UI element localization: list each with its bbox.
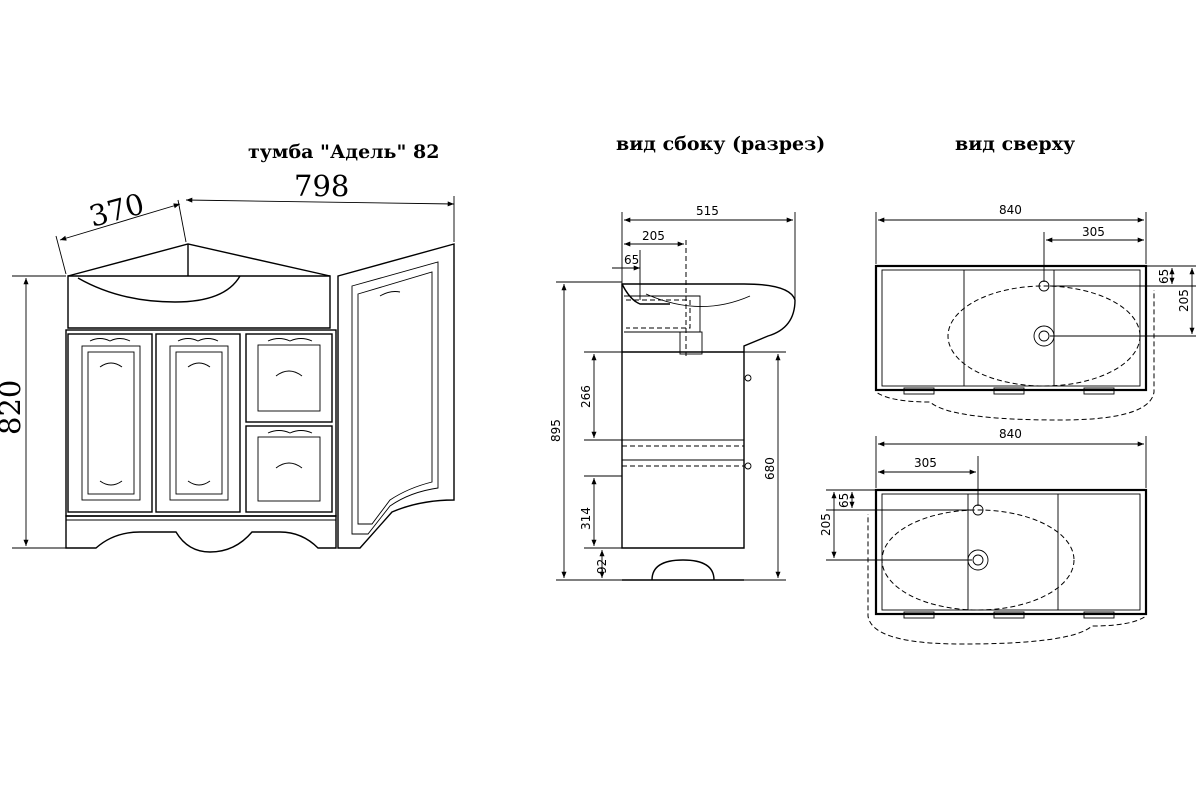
top-lower-bowl-depth-dimension: 205 xyxy=(819,513,833,536)
front-width-dimension: 798 xyxy=(294,169,349,203)
side-plinth-height-dimension: 92 xyxy=(595,559,609,574)
top-upper-tap-depth-dimension: 65 xyxy=(1157,269,1171,284)
top-upper-width-dimension: 840 xyxy=(999,203,1022,217)
front-height-dimension: 820 xyxy=(0,380,27,435)
top-lower-width-dimension: 840 xyxy=(999,427,1022,441)
top-upper-bowl-depth-dimension: 205 xyxy=(1177,289,1191,312)
side-lower-height-dimension: 314 xyxy=(579,507,593,530)
side-tap-offset-dimension: 65 xyxy=(624,253,639,267)
top-view-lower: 840 305 65 205 xyxy=(819,427,1148,645)
top-view-upper: 840 305 65 205 xyxy=(874,203,1196,421)
side-cabinet-height-dimension: 680 xyxy=(763,457,777,480)
front-view-title: тумба "Адель" 82 xyxy=(248,141,439,163)
front-view: 370 798 820 xyxy=(0,169,455,553)
side-depth-dimension: 515 xyxy=(696,204,719,218)
side-bowl-center-dimension: 205 xyxy=(642,229,665,243)
top-lower-offset-dimension: 305 xyxy=(914,456,937,470)
side-drawer-height-dimension: 266 xyxy=(579,385,593,408)
top-view-title: вид сверху xyxy=(955,133,1075,155)
side-view: 515 205 65 895 266 314 92 680 xyxy=(549,204,796,581)
side-total-height-dimension: 895 xyxy=(549,419,563,442)
top-lower-tap-depth-dimension: 65 xyxy=(837,493,851,508)
top-upper-offset-dimension: 305 xyxy=(1082,225,1105,239)
front-depth-dimension: 370 xyxy=(86,187,148,234)
side-view-title: вид сбоку (разрез) xyxy=(616,133,825,155)
